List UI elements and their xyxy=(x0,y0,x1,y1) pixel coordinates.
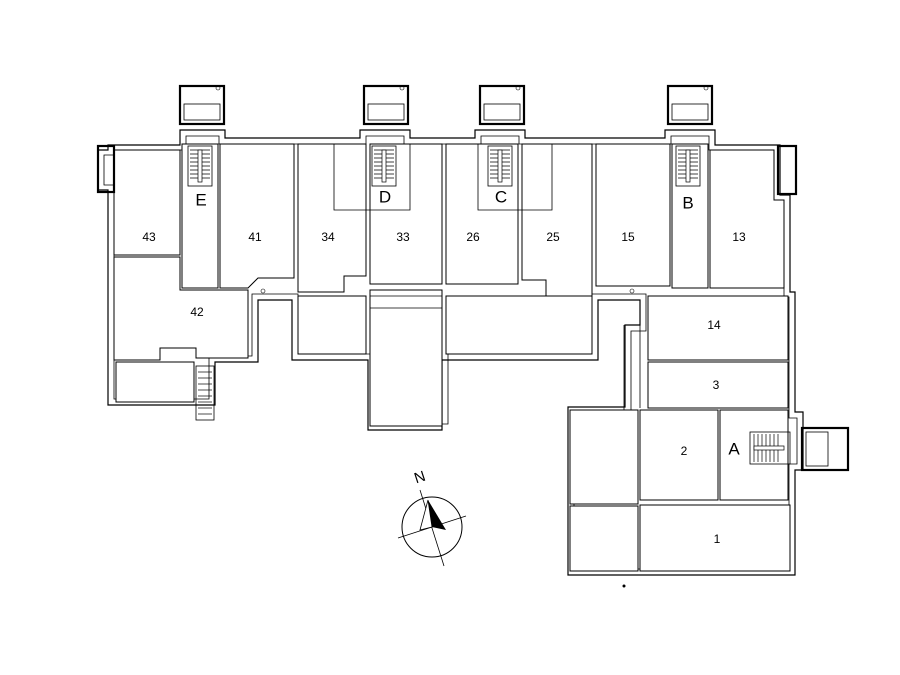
room-1[interactable] xyxy=(639,504,791,572)
terrace-west xyxy=(115,361,195,403)
room-42[interactable] xyxy=(113,256,249,361)
room-43[interactable] xyxy=(113,149,181,256)
corridor-d-outline xyxy=(333,144,411,211)
central-bridge xyxy=(369,289,443,427)
room-25[interactable] xyxy=(521,143,593,297)
room-label-3: 3 xyxy=(713,378,720,392)
stair-d-icon xyxy=(371,145,397,187)
southwest-annex xyxy=(569,409,639,505)
room-label-33: 33 xyxy=(396,230,410,244)
room-label-15: 15 xyxy=(621,230,635,244)
room-3[interactable] xyxy=(647,361,789,409)
north-balconies xyxy=(96,84,850,588)
room-26[interactable] xyxy=(445,143,519,285)
room-15[interactable] xyxy=(595,143,671,287)
room-label-2: 2 xyxy=(681,444,688,458)
room-41[interactable] xyxy=(219,143,295,289)
room-label-42: 42 xyxy=(190,305,204,319)
southwest-annex-lower xyxy=(569,505,639,572)
room-label-34: 34 xyxy=(321,230,335,244)
stair-c-icon xyxy=(487,145,513,187)
room-33[interactable] xyxy=(369,143,443,285)
stairwell-labels: E D C B A xyxy=(195,187,740,458)
stairwell-label-e: E xyxy=(195,190,206,209)
room-label-25: 25 xyxy=(546,230,560,244)
stairwell-label-d: D xyxy=(379,187,391,206)
corridor-c-outline xyxy=(477,144,553,211)
room-14[interactable] xyxy=(647,295,789,361)
stairwell-label-a: A xyxy=(728,439,740,458)
stair-b-icon xyxy=(675,145,701,187)
room-label-41: 41 xyxy=(248,230,262,244)
stairwell-label-c: C xyxy=(495,187,507,206)
wing-left-court xyxy=(297,295,367,355)
north-compass-icon: N xyxy=(397,468,467,567)
room-2[interactable] xyxy=(639,409,719,501)
stair-a-icon xyxy=(749,431,791,465)
room-label-1: 1 xyxy=(714,532,721,546)
room-34[interactable] xyxy=(297,143,367,293)
room-label-14: 14 xyxy=(707,318,721,332)
stair-e-icon xyxy=(187,145,213,187)
stairwell-label-b: B xyxy=(682,193,693,212)
room-label-26: 26 xyxy=(466,230,480,244)
west-exterior-stair-icon xyxy=(195,365,215,421)
stair-symbols xyxy=(187,145,791,465)
room-labels: 43 42 41 34 33 26 25 15 13 14 3 2 1 xyxy=(142,230,746,546)
room-13[interactable] xyxy=(709,149,785,289)
room-label-13: 13 xyxy=(732,230,746,244)
room-label-43: 43 xyxy=(142,230,156,244)
wing-right-court xyxy=(445,295,593,355)
compass-north-label: N xyxy=(412,468,428,488)
